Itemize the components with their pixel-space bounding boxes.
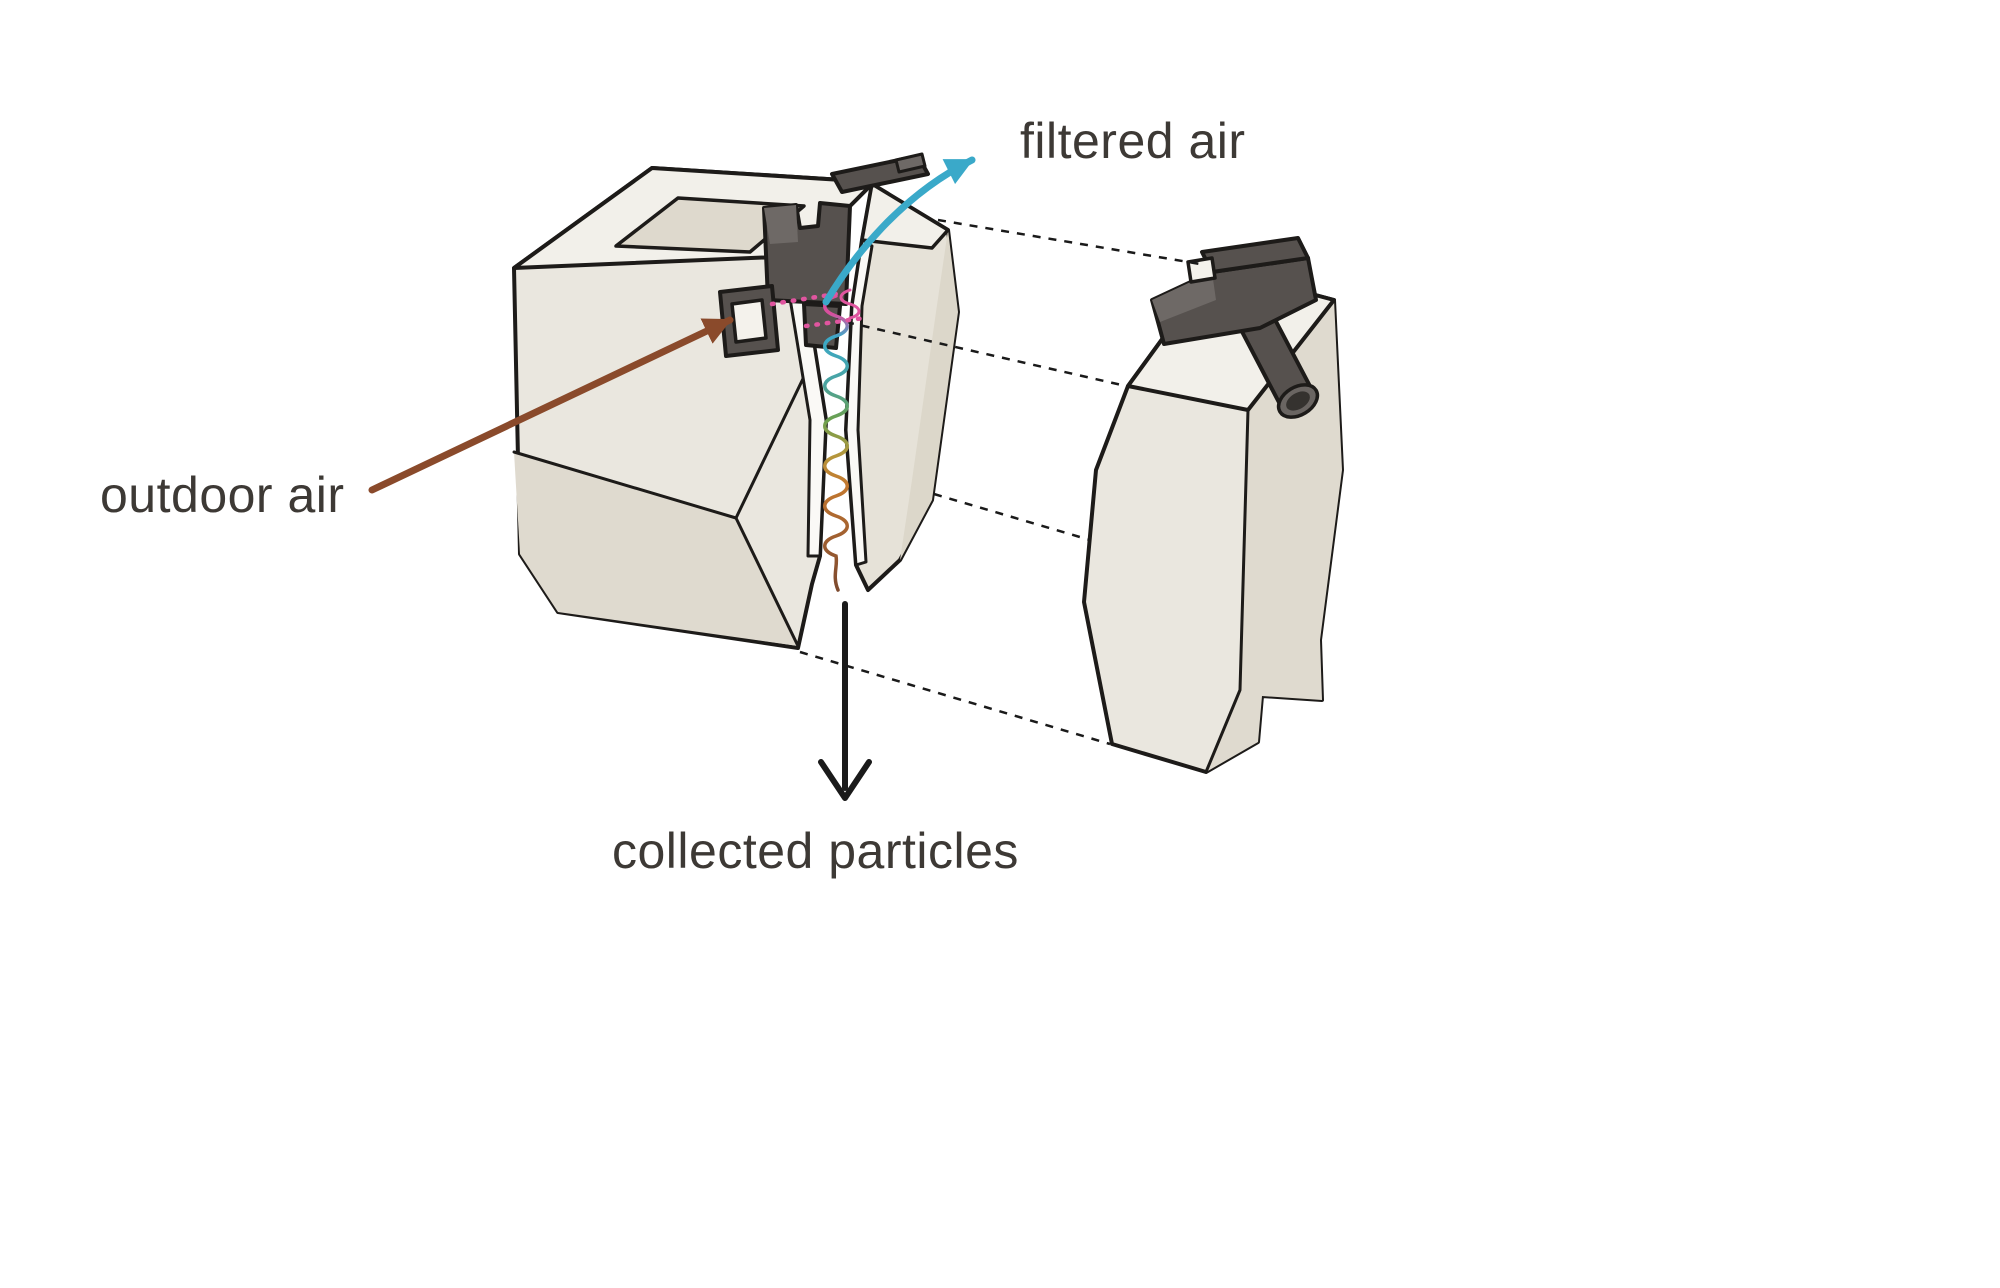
- particles-arrow-head: [818, 759, 872, 801]
- pink-dotted-line-upper: [769, 290, 845, 307]
- filtered-air-arrow: [822, 156, 976, 306]
- cut-surface-right: [844, 238, 874, 567]
- connector-bottom: [799, 650, 1111, 746]
- collected-particles-label: collected particles: [612, 823, 1019, 879]
- valve-body-highlight: [764, 205, 798, 244]
- nozzle-pipe-bore: [1286, 391, 1310, 411]
- collected-particles-arrow: [818, 601, 872, 801]
- hopper-crease-down: [734, 516, 800, 648]
- pink-coil-top: [839, 288, 861, 320]
- top-valve-assembly: [718, 152, 930, 358]
- outdoor-air-label: outdoor air: [100, 467, 345, 523]
- cover-nozzle-assembly: [1150, 236, 1320, 419]
- connector-top: [937, 218, 1207, 267]
- body-top-opening: [614, 196, 806, 254]
- connector-middle: [933, 492, 1091, 542]
- cover-block: [1082, 266, 1344, 774]
- body-slice-top: [860, 182, 950, 250]
- hopper-crease-left: [512, 450, 738, 520]
- coil-spring: [823, 294, 849, 592]
- inlet-port-opening: [730, 298, 768, 344]
- filter-coil: [823, 294, 849, 592]
- valve-handle-step: [894, 152, 927, 174]
- exploded-view-connectors: [799, 218, 1207, 746]
- body-slice-right-shade: [900, 230, 958, 560]
- pink-dotted-line-lower: [803, 315, 867, 329]
- nozzle-body-highlight: [1152, 272, 1216, 322]
- flow-arrows: [368, 156, 976, 801]
- cover-right-shade: [1206, 300, 1342, 772]
- hopper-shade: [514, 452, 798, 646]
- unfiltered-flow-dots: [769, 288, 867, 329]
- main-filter-body: [512, 166, 960, 650]
- cover-crease-vertical: [1204, 408, 1250, 774]
- outdoor-air-arrow: [368, 316, 734, 494]
- filtered-air-label: filtered air: [1020, 113, 1246, 169]
- hopper-crease-up: [734, 358, 814, 520]
